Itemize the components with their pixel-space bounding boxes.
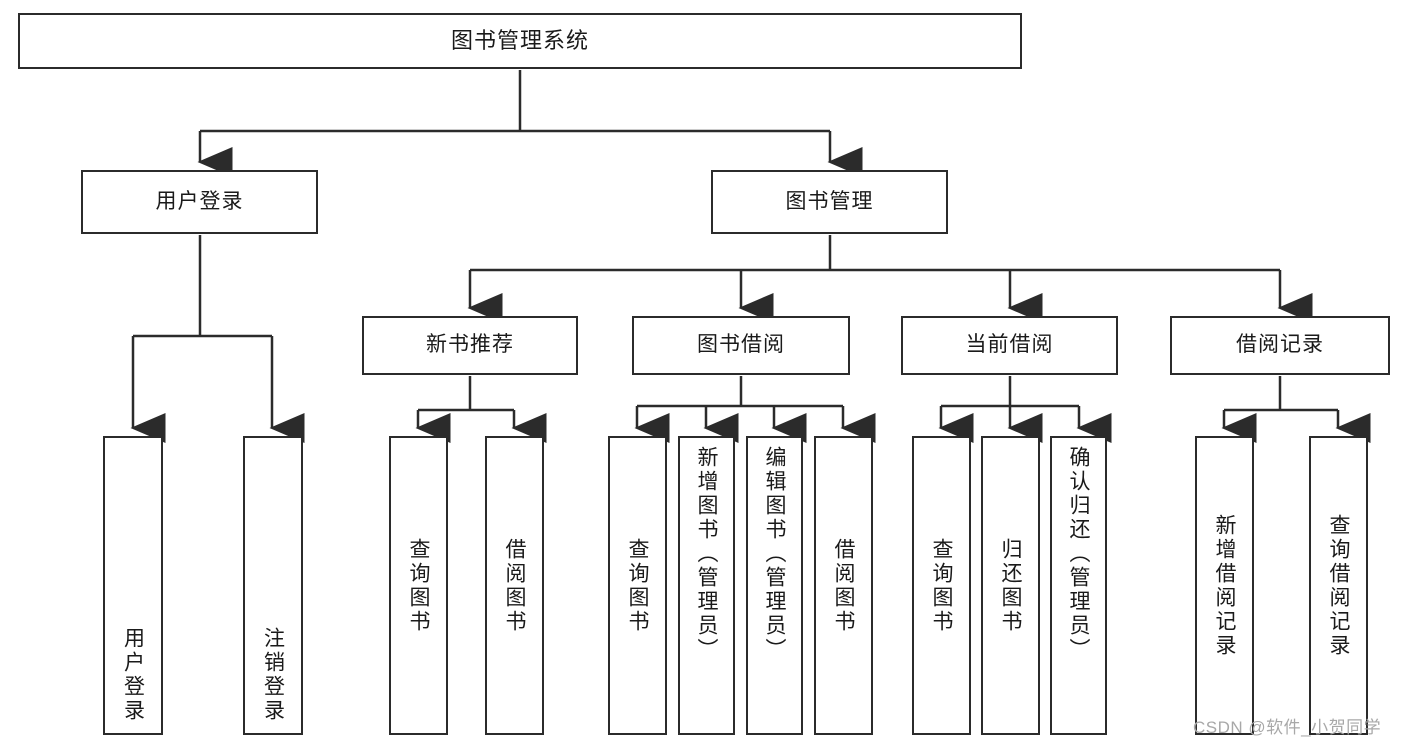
node-book-management-system[interactable]: 图书管理系统: [18, 13, 1022, 69]
node-leaf-edit-book[interactable]: 编辑图书（管理员）: [746, 436, 803, 735]
node-label: 新增图书（管理员）: [695, 446, 718, 662]
node-label: 查询图书: [930, 537, 953, 634]
node-leaf-add-record[interactable]: 新增借阅记录: [1195, 436, 1254, 735]
node-label: 用户登录: [121, 627, 145, 723]
node-label: 图书管理系统: [450, 28, 589, 54]
node-label: 查询图书: [626, 537, 649, 634]
node-label: 图书借阅: [697, 333, 785, 357]
node-label: 确认归还（管理员）: [1067, 446, 1090, 662]
csdn-watermark: CSDN @软件_小贺同学: [1193, 718, 1382, 737]
node-label: 查询借阅记录: [1327, 513, 1350, 658]
node-leaf-query-book-2[interactable]: 查询图书: [608, 436, 667, 735]
node-label: 注销登录: [261, 627, 285, 723]
node-label: 归还图书: [999, 537, 1022, 634]
node-label: 查询图书: [407, 537, 430, 634]
node-new-book-recommend[interactable]: 新书推荐: [362, 316, 578, 375]
node-borrow-record[interactable]: 借阅记录: [1170, 316, 1390, 375]
node-label: 借阅记录: [1236, 333, 1324, 357]
node-label: 编辑图书（管理员）: [763, 446, 786, 662]
node-label: 当前借阅: [965, 333, 1054, 357]
node-book-borrow[interactable]: 图书借阅: [632, 316, 850, 375]
node-leaf-query-book-3[interactable]: 查询图书: [912, 436, 971, 735]
node-leaf-borrow-book-1[interactable]: 借阅图书: [485, 436, 544, 735]
node-label: 借阅图书: [503, 537, 526, 634]
node-label: 图书管理: [785, 189, 874, 213]
node-leaf-confirm-return[interactable]: 确认归还（管理员）: [1050, 436, 1107, 735]
node-leaf-borrow-book-2[interactable]: 借阅图书: [814, 436, 873, 735]
node-leaf-user-login[interactable]: 用户登录: [103, 436, 163, 735]
node-leaf-query-record[interactable]: 查询借阅记录: [1309, 436, 1368, 735]
node-label: 新书推荐: [426, 333, 514, 357]
node-label: 新增借阅记录: [1213, 513, 1236, 658]
node-label: 用户登录: [155, 189, 244, 213]
node-leaf-return-book[interactable]: 归还图书: [981, 436, 1040, 735]
node-user-login[interactable]: 用户登录: [81, 170, 318, 234]
node-leaf-logout[interactable]: 注销登录: [243, 436, 303, 735]
node-leaf-add-book[interactable]: 新增图书（管理员）: [678, 436, 735, 735]
node-label: 借阅图书: [832, 537, 855, 634]
node-current-borrow[interactable]: 当前借阅: [901, 316, 1118, 375]
node-leaf-query-book-1[interactable]: 查询图书: [389, 436, 448, 735]
node-book-management[interactable]: 图书管理: [711, 170, 948, 234]
